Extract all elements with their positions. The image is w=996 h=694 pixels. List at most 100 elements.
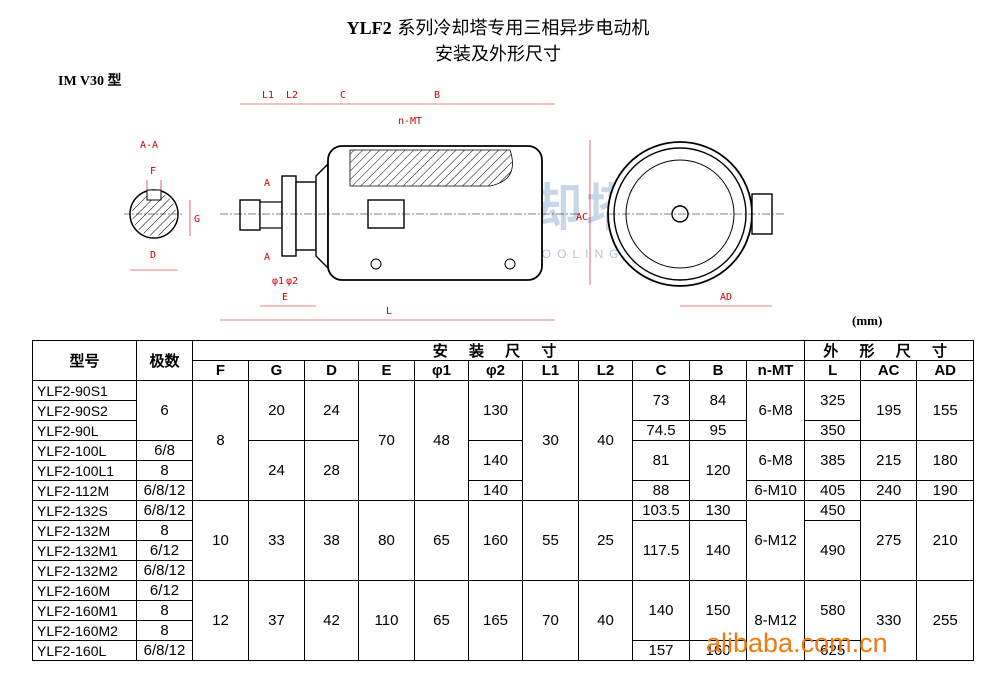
unit-label: (mm) — [852, 313, 883, 328]
motor-side-view: L1 L2 C B n-MT A A φ1 φ2 E L AC — [220, 90, 591, 321]
model-cell: YLF2-112M — [32, 480, 137, 501]
header-nMT: n-MT — [745, 360, 806, 381]
cell: 24 — [304, 380, 359, 441]
cell: 70 — [358, 380, 415, 501]
cell: 190 — [916, 480, 975, 501]
model-cell: YLF2-132M1 — [32, 540, 137, 561]
cell: 40 — [578, 580, 633, 661]
cell: 8 — [136, 620, 193, 641]
cell: 24 — [248, 440, 305, 501]
cell: 140 — [468, 480, 523, 501]
page-title: YLF2 系列冷却塔专用三相异步电动机 — [0, 14, 996, 40]
model-cell: YLF2-160L — [32, 640, 137, 661]
cell: 210 — [916, 500, 975, 581]
label-C: C — [340, 90, 346, 101]
header-F: F — [192, 360, 249, 381]
header-L2: L2 — [578, 360, 633, 381]
cell: 130 — [468, 380, 523, 441]
table-row: YLF2-112M 6/8/12 140 88 6-M10 405 240 19… — [32, 480, 975, 501]
cell: 330 — [860, 580, 918, 661]
cell: 130 — [689, 500, 747, 521]
cell: 195 — [860, 380, 918, 441]
cell: 160 — [689, 640, 747, 661]
table-row: YLF2-160L 6/8/12 157 160 625 — [32, 640, 974, 661]
cell: 55 — [522, 500, 579, 581]
cell: 70 — [522, 580, 579, 661]
cell: 73 — [632, 380, 690, 421]
header-E: E — [358, 360, 415, 381]
cell: 6/8/12 — [136, 560, 193, 581]
label-AC: AC — [576, 212, 588, 223]
label-L2: L2 — [286, 90, 298, 101]
label-D: D — [150, 250, 156, 261]
header-outline-group: 外 形 尺 寸 — [804, 340, 975, 361]
cell: 88 — [632, 480, 690, 501]
cell: 450 — [804, 500, 862, 521]
cell: 8 — [136, 460, 193, 481]
model-cell: YLF2-90L — [32, 420, 137, 441]
header-poles: 极数 — [136, 340, 193, 381]
cell: 160 — [468, 500, 523, 581]
table-row: YLF2-160M 6/12 12 37 42 110 65 165 70 40… — [32, 580, 975, 661]
page-subtitle: 安装及外形尺寸 — [435, 44, 561, 65]
cell: 6/8/12 — [136, 480, 193, 501]
cell: 6/12 — [136, 580, 193, 601]
model-cell: YLF2-132M2 — [32, 560, 137, 581]
cell: 6-M10 — [745, 480, 806, 501]
cell: 65 — [414, 580, 469, 661]
table-row: YLF2-132S 6/8/12 10 33 38 80 65 160 55 2… — [32, 500, 975, 581]
motor-end-view: AD — [607, 141, 786, 307]
dimension-table: 型号 极数 安 装 尺 寸 外 形 尺 寸 F G D E φ1 φ2 L1 L… — [32, 340, 975, 661]
cell: 325 — [804, 380, 862, 421]
cell: 215 — [860, 440, 918, 481]
model-cell: YLF2-90S1 — [32, 380, 137, 401]
site-watermark: alibaba.com.cn — [706, 628, 888, 658]
model-cell: YLF2-90S2 — [32, 400, 137, 421]
cell: 6-M8 — [745, 380, 806, 441]
cell: 155 — [916, 380, 975, 441]
header-L: L — [804, 360, 862, 381]
cell: 6/8/12 — [136, 640, 193, 661]
mount-type-label: IM V30 型 — [58, 74, 122, 89]
title-model-prefix: YLF2 — [346, 18, 392, 38]
header-phi2: φ2 — [468, 360, 523, 381]
cell: 180 — [916, 440, 975, 481]
model-cell: YLF2-100L1 — [32, 460, 137, 481]
cell: 12 — [192, 580, 249, 661]
cell: 38 — [304, 500, 359, 581]
cell: 6-M8 — [745, 440, 806, 481]
header-model: 型号 — [32, 340, 137, 381]
cell: 74.5 — [632, 420, 690, 441]
cell: 625 — [804, 640, 862, 661]
label-F: F — [150, 166, 156, 177]
cell: 8 — [136, 520, 193, 541]
cell: 8-M12 — [745, 580, 806, 661]
cell: 40 — [578, 380, 633, 501]
label-B: B — [434, 90, 440, 101]
cell: 80 — [358, 500, 415, 581]
cell: 30 — [522, 380, 579, 501]
header-B: B — [689, 360, 747, 381]
cell: 120 — [689, 440, 747, 501]
label-phi1: φ1 — [272, 276, 284, 287]
label-L: L — [386, 306, 392, 317]
header-G: G — [248, 360, 305, 381]
table-row: YLF2-100L1 8 — [32, 460, 974, 481]
cell: 110 — [358, 580, 415, 661]
cell: 65 — [414, 500, 469, 581]
table-row: YLF2-90S1 6 8 20 24 70 48 130 30 40 73 8… — [32, 380, 975, 501]
model-cell: YLF2-100L — [32, 440, 137, 461]
cell: 25 — [578, 500, 633, 581]
cell: 48 — [414, 380, 469, 501]
cell: 117.5 — [632, 520, 690, 581]
header-C: C — [632, 360, 690, 381]
cell: 255 — [916, 580, 975, 661]
label-E: E — [282, 292, 288, 303]
header-AC: AC — [860, 360, 918, 381]
cell: 140 — [689, 520, 747, 581]
cell: 6-M12 — [745, 500, 806, 581]
cell: 6/8/12 — [136, 500, 193, 521]
cell: 10 — [192, 500, 249, 581]
table-row: YLF2-90S2 — [32, 400, 974, 421]
cell: 33 — [248, 500, 305, 581]
